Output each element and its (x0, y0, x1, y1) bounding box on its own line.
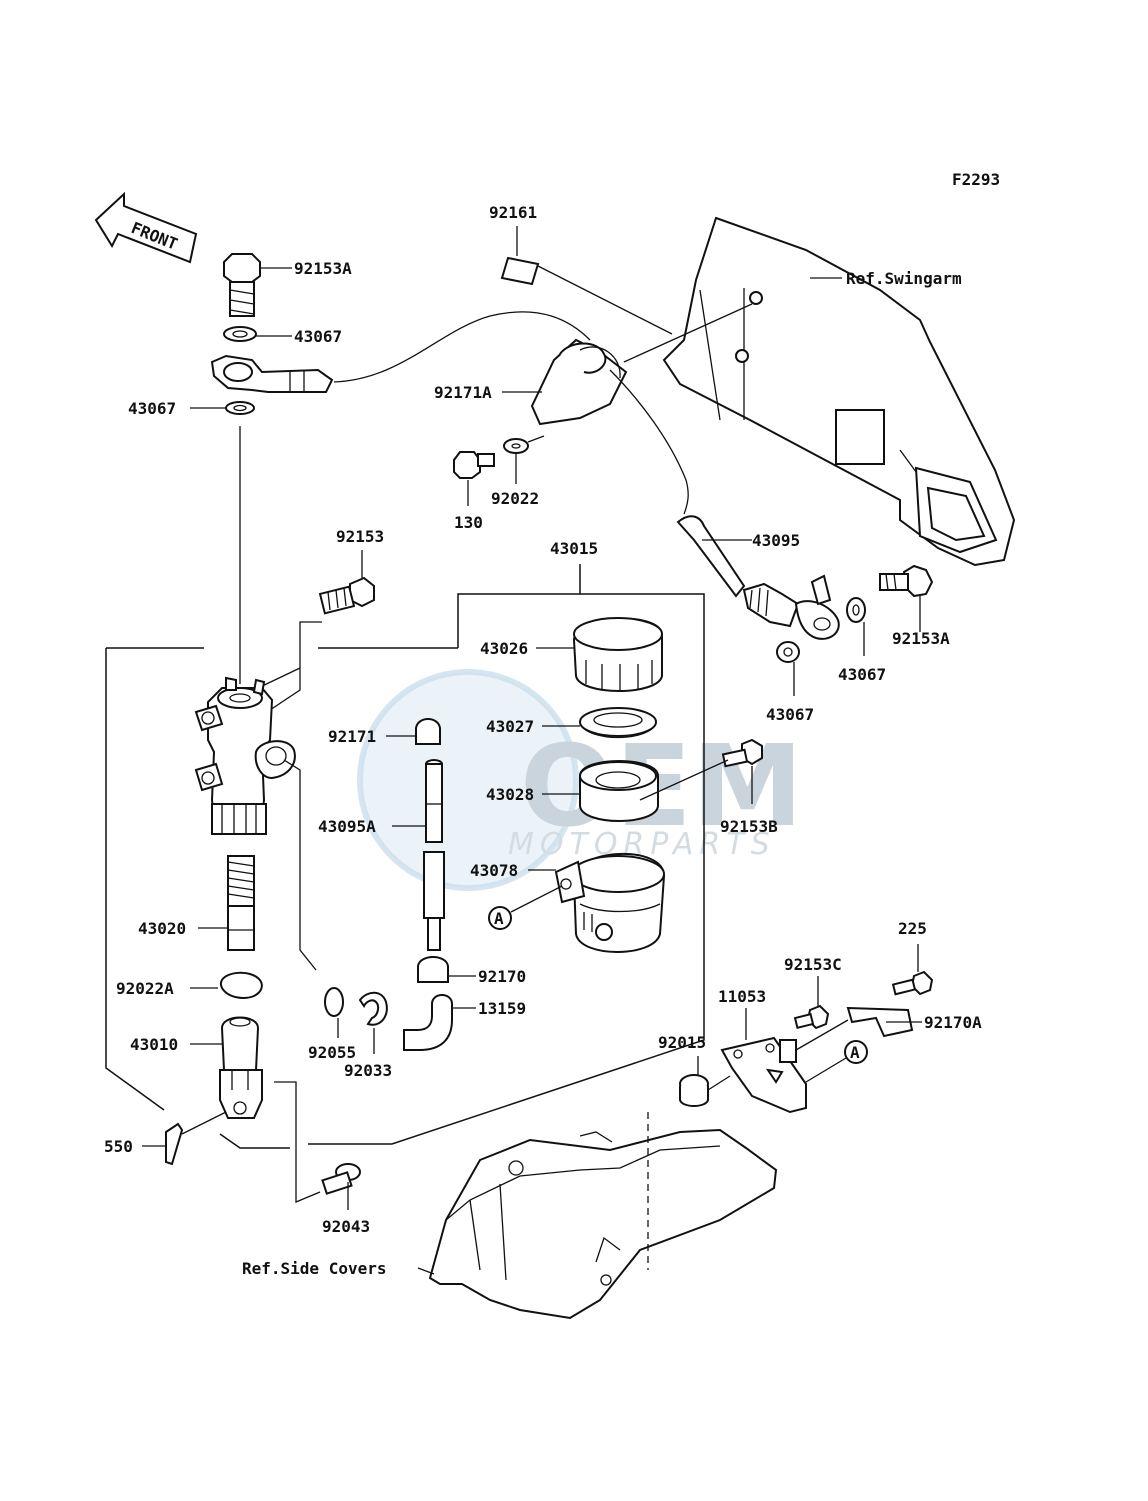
part-92153A-right-bolt (879, 564, 934, 598)
side-cover (428, 1128, 778, 1320)
part-master-cylinder-body (194, 676, 296, 835)
part-13159-elbow (403, 994, 453, 1051)
ref-swingarm-label: Ref.Swingarm (846, 269, 962, 288)
label-130: 130 (454, 513, 483, 532)
part-92153B-bolt (721, 738, 763, 768)
label-92015: 92015 (658, 1033, 706, 1052)
part-92153A-top-bolt (223, 253, 261, 317)
part-92043-pin (321, 1163, 361, 1195)
part-92153C-bolt (793, 1004, 830, 1030)
part-92022A-circlip (219, 971, 263, 999)
label-43028: 43028 (486, 785, 534, 804)
callout-a-right-text: A (850, 1043, 860, 1062)
part-92153-bolt (318, 576, 375, 615)
label-13159: 13159 (478, 999, 526, 1018)
callout-a-left-text: A (494, 909, 504, 928)
label-43026: 43026 (480, 639, 528, 658)
part-92033-circlip (358, 991, 388, 1026)
callout-a-right-marker (844, 1040, 868, 1064)
label-92170A: 92170A (924, 1013, 982, 1032)
label-92153A-top: 92153A (294, 259, 352, 278)
part-11053-bracket (720, 1036, 807, 1114)
label-43067-lower: 43067 (766, 705, 814, 724)
label-92022: 92022 (491, 489, 539, 508)
diagram-code: F2293 (952, 170, 1000, 189)
part-550-cotter-pin (165, 1122, 184, 1166)
label-11053: 11053 (718, 987, 766, 1006)
part-43078-reservoir (554, 852, 666, 953)
label-43095: 43095 (752, 531, 800, 550)
ref-side-covers-label: Ref.Side Covers (242, 1259, 387, 1278)
part-225-bolt (891, 970, 934, 996)
label-43067-right: 43067 (838, 665, 886, 684)
label-43095A: 43095A (318, 817, 376, 836)
part-92170A-clamp (846, 1006, 914, 1038)
label-43015: 43015 (550, 539, 598, 558)
label-92153: 92153 (336, 527, 384, 546)
part-43095-hose (676, 515, 840, 640)
label-92153B: 92153B (720, 817, 778, 836)
label-92153C: 92153C (784, 955, 842, 974)
label-225: 225 (898, 919, 927, 938)
part-92171-clamp (415, 718, 441, 745)
part-banjo-fitting (210, 354, 334, 393)
part-92022-washer (503, 438, 529, 454)
label-92170: 92170 (478, 967, 526, 986)
label-550: 550 (104, 1137, 133, 1156)
part-43067-lower-washer (776, 641, 800, 663)
part-92055-o-ring (324, 987, 344, 1017)
label-92153A-right: 92153A (892, 629, 950, 648)
label-43010: 43010 (130, 1035, 178, 1054)
label-43020: 43020 (138, 919, 186, 938)
part-43067-left-washer (225, 401, 255, 415)
callout-a-left-marker (488, 906, 512, 930)
part-43095A-hose (423, 759, 445, 951)
part-130-bolt (453, 451, 495, 479)
part-43026-cap (572, 617, 663, 692)
label-92022A: 92022A (116, 979, 174, 998)
label-43027: 43027 (486, 717, 534, 736)
label-92055: 92055 (308, 1043, 356, 1062)
part-92171A-bracket (530, 338, 628, 426)
label-92171: 92171 (328, 727, 376, 746)
label-92171A: 92171A (434, 383, 492, 402)
label-92043: 92043 (322, 1217, 370, 1236)
label-92033: 92033 (344, 1061, 392, 1080)
label-92161: 92161 (489, 203, 537, 222)
label-43067-top: 43067 (294, 327, 342, 346)
part-92161-sticker (500, 256, 540, 286)
front-arrow-icon: FRONT (94, 191, 198, 264)
label-43067-left: 43067 (128, 399, 176, 418)
part-43020-piston (227, 855, 255, 951)
label-43078: 43078 (470, 861, 518, 880)
part-92015-collar (679, 1074, 709, 1107)
part-43067-top-washer (223, 326, 257, 342)
part-43067-right-washer (846, 597, 866, 623)
part-43010-rod (219, 1016, 263, 1119)
part-92170-clamp (417, 956, 449, 983)
part-43028-diaphragm (579, 760, 659, 822)
part-43027-diaphragm-plate (579, 707, 657, 739)
